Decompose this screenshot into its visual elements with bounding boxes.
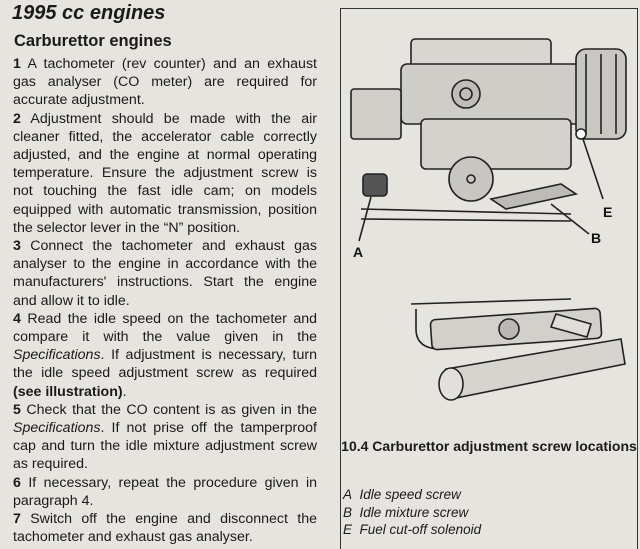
paragraph-1: 1 A tachometer (rev counter) and an exha… [13,56,317,109]
figure-box: A B E 10.4 Carburettor adjustment screw … [340,8,638,549]
figure-caption: 10.4 Carburettor adjustment screw locati… [341,438,637,454]
subsection-heading: Carburettor engines [14,32,172,50]
paragraph-5: 5 Check that the CO content is as given … [13,401,317,473]
procedure-text: 1 A tachometer (rev counter) and an exha… [13,55,317,546]
carburettor-illustration: A B E [350,38,627,401]
legend-item-e: E Fuel cut-off solenoid [343,522,482,537]
paragraph-2: 2 Adjustment should be made with the air… [13,110,317,236]
paragraph-6: 6 If necessary, repeat the procedure giv… [13,474,317,509]
figure-legend: A Idle speed screw B Idle mixture screw … [343,486,481,539]
section-title: 1995 cc engines [12,2,166,24]
legend-item-b: B Idle mixture screw [343,504,469,520]
paragraph-7: 7 Switch off the engine and disconnect t… [13,511,317,546]
paragraph-3: 3 Connect the tachometer and exhaust gas… [13,238,317,309]
label-a: A [353,244,363,260]
label-b: B [591,230,601,246]
paragraph-4: 4 Read the idle speed on the tachometer … [13,310,317,400]
legend-item-a: A Idle speed screw [343,487,461,502]
label-e: E [603,204,612,220]
